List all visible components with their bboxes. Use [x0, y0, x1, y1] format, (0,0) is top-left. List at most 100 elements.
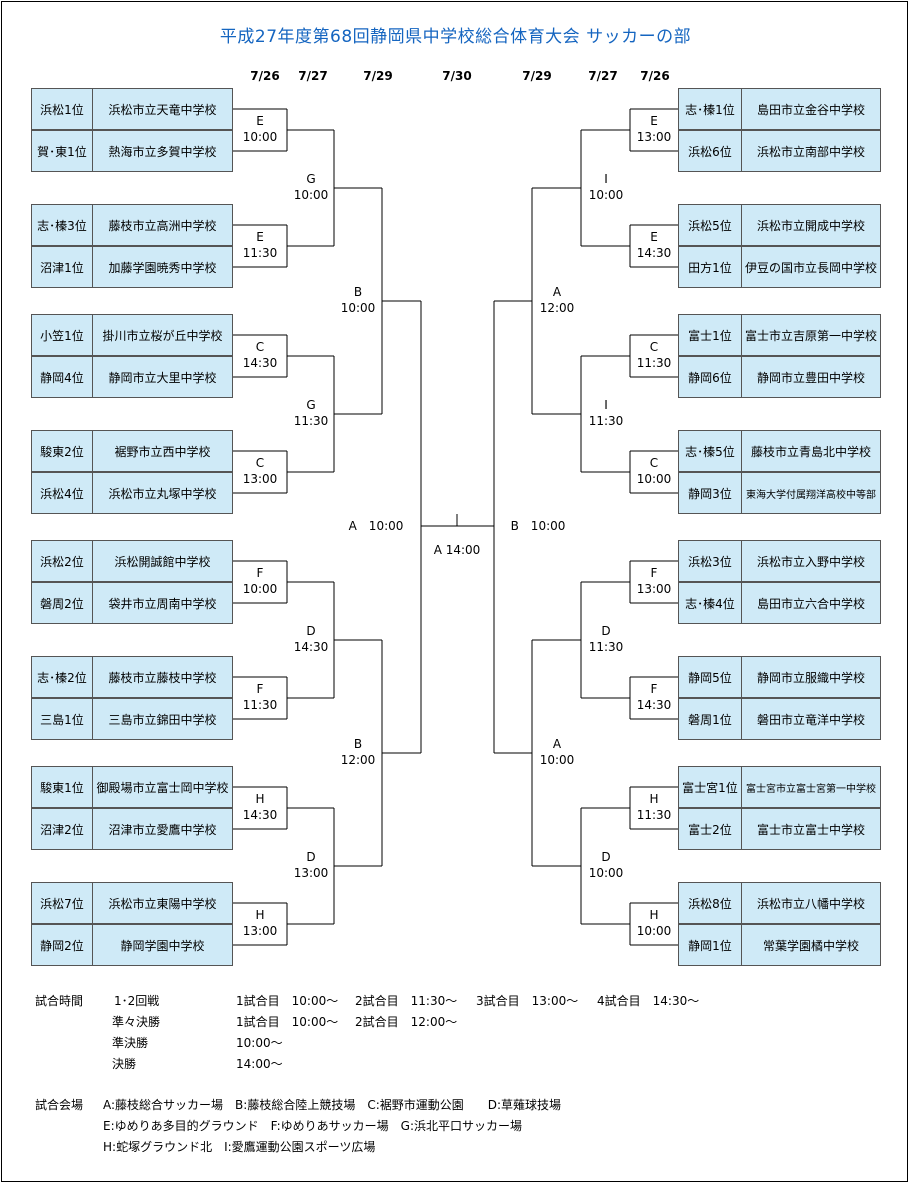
- left-r1-match-time: 14:30: [242, 808, 278, 822]
- date-header-left: 7/29: [363, 69, 393, 83]
- team-rank: 小笠1位: [32, 315, 93, 355]
- right-r1-match-time: 11:30: [636, 356, 672, 370]
- team-rank: 静岡3位: [679, 473, 742, 513]
- right-qf-match-venue: A: [552, 285, 562, 299]
- schedule-time: 2試合目 11:30～: [355, 994, 458, 1008]
- team-rank: 静岡5位: [679, 657, 742, 697]
- team-school: 静岡学園中学校: [120, 938, 205, 953]
- schedule-time: 10:00～: [236, 1036, 283, 1050]
- right-r1-match-time: 11:30: [636, 808, 672, 822]
- right-qf-match-time: 10:00: [539, 753, 575, 767]
- date-header-left: 7/27: [298, 69, 328, 83]
- right-semifinal-match: B 10:00: [510, 519, 566, 533]
- team-rank: 志･榛2位: [32, 657, 93, 697]
- right-r2-match-venue: I: [604, 398, 608, 412]
- final-match: A 14:00: [433, 543, 481, 557]
- team-school: 藤枝市立高洲中学校: [108, 218, 217, 233]
- team-rank: 浜松8位: [679, 883, 742, 923]
- team-school: 裾野市立西中学校: [114, 444, 211, 459]
- left-r2-match-time: 13:00: [293, 866, 329, 880]
- team-school: 浜松市立丸塚中学校: [108, 486, 217, 501]
- team-entry: 静岡6位静岡市立豊田中学校: [678, 356, 881, 398]
- left-r1-match-time: 10:00: [242, 130, 278, 144]
- right-qf-match-time: 12:00: [539, 301, 575, 315]
- team-entry: 浜松5位浜松市立開成中学校: [678, 204, 881, 246]
- team-entry: 志･榛3位藤枝市立高洲中学校: [31, 204, 233, 246]
- team-school: 浜松市立開成中学校: [756, 218, 865, 233]
- left-r1-match-venue: C: [255, 456, 265, 470]
- left-r1-match-time: 11:30: [242, 698, 278, 712]
- venue-line-2: E:ゆめりあ多目的グラウンド F:ゆめりあサッカー場 G:浜北平口サッカー場: [103, 1119, 522, 1133]
- team-entry: 駿東1位御殿場市立富士岡中学校: [31, 766, 233, 808]
- team-entry: 駿東2位 裾野市立西中学校: [31, 430, 233, 472]
- team-rank: 田方1位: [679, 247, 742, 287]
- team-rank: 富士1位: [679, 315, 742, 355]
- right-r2-match-venue: D: [601, 624, 611, 638]
- team-entry: 富士2位富士市立富士中学校: [678, 808, 881, 850]
- right-r1-match-venue: H: [649, 908, 659, 922]
- left-semifinal-match: A 10:00: [348, 519, 404, 533]
- date-header-final: 7/30: [442, 69, 472, 83]
- team-rank: 磐周2位: [32, 583, 93, 623]
- right-r1-match-venue: H: [649, 792, 659, 806]
- schedule-round: 決勝: [112, 1057, 137, 1071]
- team-school: 浜松市立入野中学校: [756, 554, 865, 569]
- team-rank: 駿東1位: [32, 767, 93, 807]
- left-r2-match-venue: G: [306, 172, 316, 186]
- team-entry: 磐周1位磐田市立竜洋中学校: [678, 698, 881, 740]
- left-r2-match-venue: D: [306, 624, 316, 638]
- date-header-right: 7/27: [588, 69, 618, 83]
- date-header-left: 7/26: [250, 69, 280, 83]
- team-school: 磐田市立竜洋中学校: [756, 712, 865, 727]
- left-r2-match-time: 14:30: [293, 640, 329, 654]
- right-r1-match-time: 14:30: [636, 246, 672, 260]
- team-rank: 沼津2位: [32, 809, 93, 849]
- left-r2-match-venue: G: [306, 398, 316, 412]
- left-r1-match-time: 14:30: [242, 356, 278, 370]
- team-entry: 静岡3位東海大学付属翔洋高校中等部: [678, 472, 881, 514]
- team-rank: 浜松4位: [32, 473, 93, 513]
- team-school: 浜松市立南部中学校: [756, 144, 865, 159]
- left-r1-match-time: 13:00: [242, 472, 278, 486]
- date-header-right: 7/26: [640, 69, 670, 83]
- team-school: 伊豆の国市立長岡中学校: [744, 260, 877, 275]
- venue-line-1: A:藤枝総合サッカー場 B:藤枝総合陸上競技場 C:裾野市運動公園 D:草薙球技…: [103, 1098, 562, 1112]
- schedule-time: 14:00～: [236, 1057, 283, 1071]
- team-entry: 浜松6位浜松市立南部中学校: [678, 130, 881, 172]
- team-school: 富士市立富士中学校: [756, 822, 865, 837]
- team-rank: 静岡4位: [32, 357, 93, 397]
- team-entry: 三島1位三島市立錦田中学校: [31, 698, 233, 740]
- team-entry: 浜松8位浜松市立八幡中学校: [678, 882, 881, 924]
- team-rank: 駿東2位: [32, 431, 93, 471]
- team-entry: 静岡5位静岡市立服織中学校: [678, 656, 881, 698]
- left-qf-match-time: 12:00: [340, 753, 376, 767]
- team-school: 島田市立金谷中学校: [756, 102, 865, 117]
- team-entry: 富士1位富士市立吉原第一中学校: [678, 314, 881, 356]
- team-rank: 賀･東1位: [32, 131, 93, 171]
- right-r1-match-venue: E: [650, 230, 658, 244]
- team-entry: 浜松1位浜松市立天竜中学校: [31, 88, 233, 130]
- team-entry: 富士宮1位富士宮市立富士宮第一中学校: [678, 766, 881, 808]
- left-qf-match-venue: B: [353, 285, 363, 299]
- right-r2-match-venue: I: [604, 172, 608, 186]
- team-entry: 静岡2位静岡学園中学校: [31, 924, 233, 966]
- team-rank: 志･榛4位: [679, 583, 742, 623]
- team-rank: 浜松6位: [679, 131, 742, 171]
- team-rank: 静岡1位: [679, 925, 742, 965]
- team-entry: 賀･東1位熱海市立多賀中学校: [31, 130, 233, 172]
- team-rank: 磐周1位: [679, 699, 742, 739]
- team-entry: 志･榛5位藤枝市立青島北中学校: [678, 430, 881, 472]
- team-entry: 沼津2位沼津市立愛鷹中学校: [31, 808, 233, 850]
- team-entry: 浜松4位浜松市立丸塚中学校: [31, 472, 233, 514]
- right-r1-match-time: 14:30: [636, 698, 672, 712]
- team-entry: 小笠1位掛川市立桜が丘中学校: [31, 314, 233, 356]
- schedule-time: 2試合目 12:00～: [355, 1015, 458, 1029]
- team-school: 袋井市立周南中学校: [108, 596, 217, 611]
- team-rank: 沼津1位: [32, 247, 93, 287]
- team-rank: 富士宮1位: [679, 767, 742, 807]
- team-rank: 志･榛1位: [679, 89, 742, 129]
- team-rank: 浜松2位: [32, 541, 93, 581]
- right-r2-match-time: 11:30: [588, 640, 624, 654]
- team-entry: 志･榛1位島田市立金谷中学校: [678, 88, 881, 130]
